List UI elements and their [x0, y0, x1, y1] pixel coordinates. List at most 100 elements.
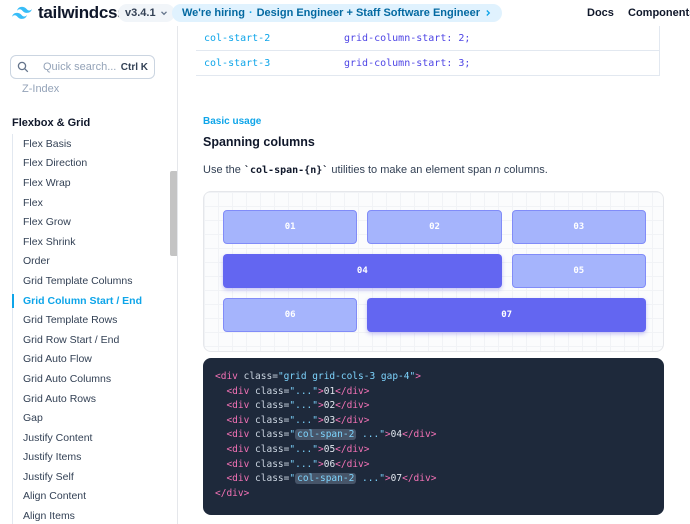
class-value: grid-column-start: 3; [344, 57, 471, 69]
search-input[interactable]: Quick search... Ctrl K [10, 55, 155, 79]
sidebar-item-grid-auto-rows[interactable]: Grid Auto Rows [23, 392, 96, 405]
code-string: "..." [289, 443, 318, 455]
code-line: <div class="...">02</div> [215, 399, 652, 414]
grid-cell-04: 04 [223, 254, 502, 288]
sidebar-scrollbar[interactable] [170, 171, 177, 256]
sidebar-item-flex-wrap[interactable]: Flex Wrap [23, 176, 71, 189]
code-line: <div class="...">06</div> [215, 458, 652, 473]
section-heading[interactable]: Spanning columns [203, 135, 315, 149]
code-tag: </div> [335, 443, 370, 455]
code-attr: class= [249, 400, 290, 412]
sidebar-item-flex[interactable]: Flex [23, 196, 43, 209]
sidebar-item-flex-shrink[interactable]: Flex Shrink [23, 235, 76, 248]
code-tag: > [317, 385, 324, 397]
sidebar-item-justify-content[interactable]: Justify Content [23, 431, 93, 444]
section-description: Use the `col-span-{n}` utilities to make… [203, 164, 548, 176]
hiring-lead: We're hiring [182, 7, 245, 19]
code-string: " [289, 429, 296, 441]
code-line: </div> [215, 487, 652, 502]
nav-components-link[interactable]: Components [628, 7, 690, 19]
version-dropdown[interactable]: v3.4.1 [118, 4, 175, 22]
sidebar-item-grid-column-start-end[interactable]: Grid Column Start / End [12, 291, 177, 311]
code-tag: > [415, 371, 421, 382]
code-attr: class= [249, 385, 290, 397]
code-attr: class= [249, 429, 290, 441]
logo[interactable]: tailwindcss [12, 3, 127, 23]
code-attr: class= [249, 443, 290, 455]
code-text: 07 [390, 473, 403, 485]
desc-mid: utilities to make an element span [328, 164, 495, 176]
code-string: " [289, 473, 296, 485]
code-tag: <div [215, 473, 250, 485]
grid-cell-01: 01 [223, 210, 358, 244]
code-tag: <div [215, 414, 250, 426]
sidebar-item-grid-template-rows[interactable]: Grid Template Rows [23, 314, 118, 327]
sidebar-item-align-content[interactable]: Align Content [23, 490, 87, 503]
code-tag: > [384, 473, 391, 485]
sidebar-item-flex-grow[interactable]: Flex Grow [23, 216, 71, 229]
grid-cell-03: 03 [511, 210, 646, 244]
code-tag: <div [215, 385, 250, 397]
sidebar-item-grid-row-start-end[interactable]: Grid Row Start / End [23, 333, 120, 346]
sidebar-item-grid-auto-flow[interactable]: Grid Auto Flow [23, 353, 92, 366]
code-line: <div class="...">05</div> [215, 443, 652, 458]
sidebar-item-justify-self[interactable]: Justify Self [23, 470, 74, 483]
code-string: "..." [289, 385, 318, 397]
sidebar-item-flex-basis[interactable]: Flex Basis [23, 137, 72, 150]
code-tag: > [317, 443, 324, 455]
code-tag: <div [215, 371, 238, 382]
code-tag: <div [215, 429, 250, 441]
desc-code: `col-span-{n}` [243, 165, 329, 176]
desc-after: columns. [500, 164, 548, 176]
code-text: 05 [323, 443, 336, 455]
code-text: 06 [323, 458, 336, 470]
version-label: v3.4.1 [125, 7, 156, 19]
sidebar-item-order[interactable]: Order [23, 255, 50, 268]
code-tag: </div> [335, 400, 370, 412]
top-header: tailwindcss v3.4.1 We're hiring · Design… [0, 0, 690, 26]
code-line: <div class="col-span-2 ...">07</div> [215, 472, 652, 487]
hiring-roles: Design Engineer + Staff Software Enginee… [256, 7, 481, 19]
sidebar-item-align-items[interactable]: Align Items [23, 510, 75, 523]
hiring-banner-link[interactable]: We're hiring · Design Engineer + Staff S… [172, 4, 503, 22]
grid-cell-07: 07 [367, 298, 646, 332]
chevron-right-icon [486, 10, 491, 16]
sidebar-item-flex-direction[interactable]: Flex Direction [23, 157, 88, 170]
code-tag: </div> [335, 458, 370, 470]
grid-cell-02: 02 [367, 210, 502, 244]
code-tag: <div [215, 458, 250, 470]
code-example: <div class="grid grid-cols-3 gap-4"> <di… [203, 358, 664, 515]
sidebar-item-grid-auto-columns[interactable]: Grid Auto Columns [23, 372, 112, 385]
search-icon [17, 61, 29, 73]
code-tag: </div> [402, 473, 437, 485]
code-string: "..." [289, 400, 318, 412]
code-highlight: col-span-2 [295, 429, 357, 441]
code-highlight: col-span-2 [295, 473, 357, 485]
sidebar-item-justify-items[interactable]: Justify Items [23, 451, 82, 464]
code-attr: class= [249, 473, 290, 485]
tailwind-logo-icon [12, 6, 32, 19]
sidebar-item-grid-template-columns[interactable]: Grid Template Columns [23, 274, 133, 287]
nav-docs-link[interactable]: Docs [587, 7, 614, 19]
section-eyebrow: Basic usage [203, 116, 262, 127]
code-attr: class= [249, 458, 290, 470]
code-attr: class= [237, 371, 278, 382]
code-tag: </div> [402, 429, 437, 441]
code-line: <div class="grid grid-cols-3 gap-4"> [215, 370, 652, 385]
code-string: ..." [356, 429, 385, 441]
code-line: <div class="col-span-2 ...">04</div> [215, 428, 652, 443]
code-tag: > [384, 429, 391, 441]
code-string: "grid grid-cols-3 gap-4" [277, 371, 416, 382]
sidebar: Quick search... Ctrl K Z-Index Flexbox &… [0, 26, 178, 524]
sidebar-item-z-index[interactable]: Z-Index [22, 83, 60, 95]
sidebar-item-gap[interactable]: Gap [23, 412, 43, 425]
desc-em: n [494, 164, 501, 176]
code-string: "..." [289, 414, 318, 426]
code-string: "..." [289, 458, 318, 470]
code-string: ..." [356, 473, 385, 485]
logo-text: tailwindcss [38, 3, 127, 22]
